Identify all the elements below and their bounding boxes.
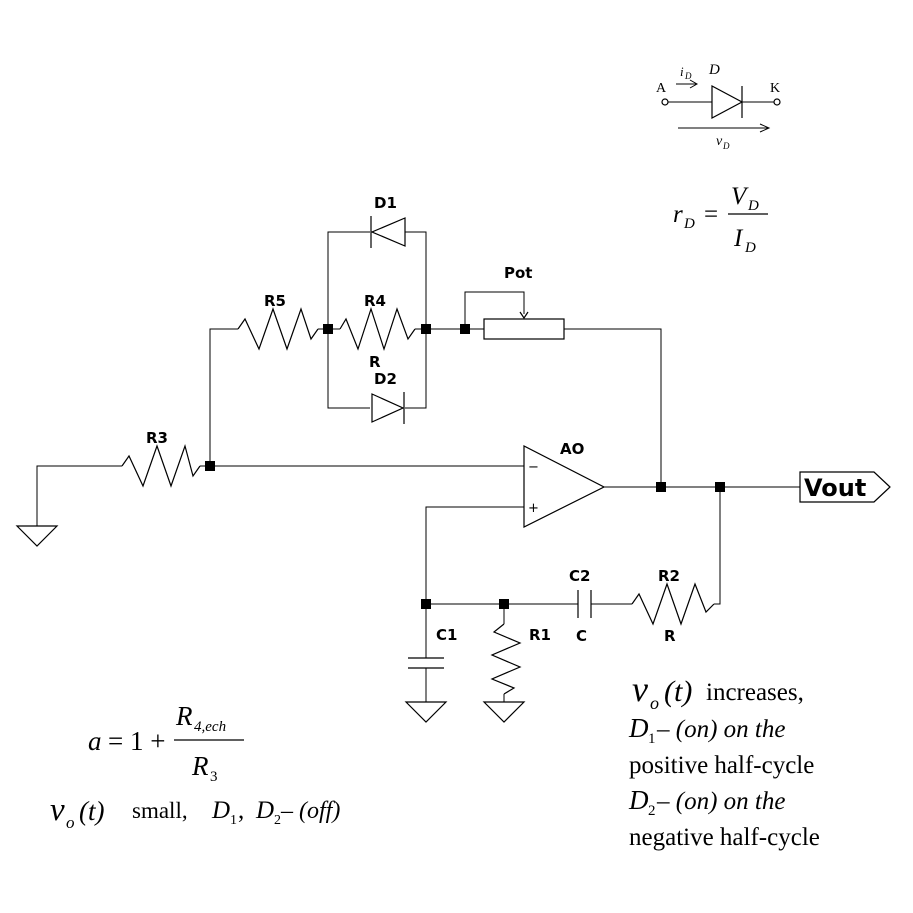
small-d2-sub: 2	[274, 813, 281, 828]
vout-terminal	[799, 471, 891, 503]
gain-formula: a = 1 + R 4,ech R 3	[88, 701, 244, 785]
small-d1-sub: 1	[230, 813, 237, 828]
legend-cathode-label: K	[770, 81, 780, 96]
resistor-r4	[339, 307, 416, 351]
voltage-arrow-icon	[759, 123, 771, 133]
opamp	[523, 445, 606, 528]
label-r-value: R	[664, 627, 676, 645]
rd-numerator-sub: D	[747, 198, 759, 214]
potentiometer	[483, 318, 565, 340]
label-r4: R4	[364, 292, 386, 310]
legend-anode-label: A	[656, 81, 667, 96]
label-c-value: C	[576, 627, 587, 645]
note-line1-text: increases,	[706, 679, 804, 706]
legend-diode-name: D	[708, 62, 720, 78]
label-pot: Pot	[504, 264, 532, 282]
ground-r1	[482, 701, 526, 723]
legend-voltage-symbol: v	[716, 134, 723, 149]
rd-sub: D	[683, 216, 695, 232]
label-r1: R1	[529, 626, 551, 644]
note-v-sub: o	[650, 693, 659, 713]
rd-equals: =	[704, 201, 718, 228]
note-t: (t)	[664, 675, 692, 708]
ground-c1	[404, 701, 448, 723]
small-v-sub: o	[66, 813, 75, 832]
rd-denominator: I	[733, 225, 744, 252]
gain-a: a	[88, 726, 102, 756]
label-r3: R3	[146, 429, 168, 447]
opamp-minus-sign: −	[528, 460, 539, 475]
current-arrow-icon	[689, 79, 699, 89]
vout-label: Vout	[804, 474, 866, 502]
dynamic-resistance-formula: r D = V D I D	[673, 183, 768, 256]
diode-d1	[370, 216, 406, 248]
operation-notes: v o (t) increases, D 1 – (on) on the pos…	[628, 669, 820, 851]
small-word: small,	[132, 798, 188, 823]
legend-current-symbol: i	[680, 64, 684, 79]
wires	[36, 231, 800, 702]
gain-numerator: R	[175, 701, 193, 731]
resistor-r1	[490, 623, 522, 695]
small-d1: D	[211, 797, 230, 824]
label-r2: R2	[658, 567, 680, 585]
rd-symbol: r	[673, 201, 683, 228]
label-c1: C1	[436, 626, 457, 644]
legend-current-sub: D	[684, 71, 692, 81]
small-comma: ,	[238, 797, 244, 824]
note-v: v	[632, 669, 648, 709]
gain-denominator: R	[191, 751, 209, 781]
small-state: – (off)	[280, 798, 340, 824]
note-line2-text: – (on) on the	[656, 716, 785, 743]
note-line4-text: – (on) on the	[656, 788, 785, 815]
capacitor-c2	[577, 590, 592, 618]
gain-numerator-sub: 4,ech	[194, 719, 226, 735]
gain-equals-one-plus: = 1 +	[108, 726, 165, 756]
label-d1: D1	[374, 194, 397, 212]
legend-diode-triangle	[711, 85, 744, 119]
junction-nodes	[205, 324, 725, 609]
note-d2: D	[628, 785, 649, 815]
rd-numerator: V	[731, 183, 749, 210]
label-r-mid: R	[369, 353, 381, 371]
legend-voltage-sub: D	[722, 141, 730, 151]
diode-d2	[371, 392, 405, 424]
resistor-r5	[237, 307, 319, 351]
resistor-r2	[631, 582, 715, 626]
label-d2: D2	[374, 370, 397, 388]
ground-left	[15, 525, 59, 547]
label-r5: R5	[264, 292, 286, 310]
note-d1: D	[628, 713, 649, 743]
pot-wiper-arrow	[519, 311, 529, 320]
diode-legend: A K i D D v D	[656, 62, 781, 151]
note-line5: negative half-cycle	[629, 824, 820, 851]
small-d2: D	[255, 797, 274, 824]
gain-denominator-sub: 3	[210, 769, 218, 785]
resistor-r3	[121, 443, 201, 488]
small-t: (t)	[79, 796, 104, 826]
small-v: v	[50, 792, 65, 828]
note-line3: positive half-cycle	[629, 752, 814, 779]
note-d1-sub: 1	[648, 731, 656, 747]
label-ao: AO	[560, 440, 584, 458]
rd-denominator-sub: D	[744, 240, 756, 256]
label-c2: C2	[569, 567, 590, 585]
opamp-plus-sign: +	[528, 501, 539, 516]
capacitor-c1	[408, 657, 444, 669]
small-signal-statement: v o (t) small, D 1 , D 2 – (off)	[50, 792, 340, 832]
note-d2-sub: 2	[648, 803, 656, 819]
